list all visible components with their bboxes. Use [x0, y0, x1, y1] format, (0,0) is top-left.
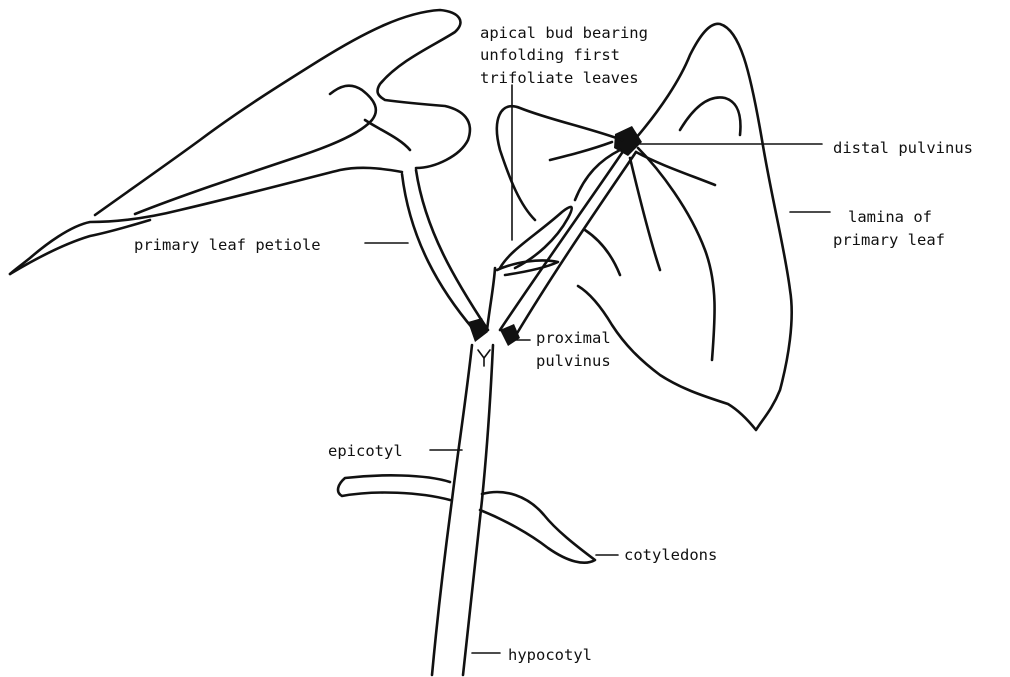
- label-hypocotyl: hypocotyl: [508, 646, 592, 664]
- cotyledons-shape: [338, 475, 595, 562]
- label-proximal-pulvinus-line2: pulvinus: [536, 352, 611, 370]
- label-lamina-line2: primary leaf: [833, 231, 945, 249]
- label-epicotyl: epicotyl: [328, 442, 403, 460]
- label-cotyledons: cotyledons: [624, 546, 717, 564]
- label-lamina-line1: lamina of: [848, 208, 932, 226]
- label-apical-bud-line3: trifoliate leaves: [480, 69, 639, 87]
- left-primary-leaf: [10, 10, 488, 342]
- label-apical-bud-line1: apical bud bearing: [480, 24, 648, 42]
- main-stem: [432, 345, 493, 675]
- label-apical-bud-line2: unfolding first: [480, 46, 620, 64]
- label-proximal-pulvinus-line1: proximal: [536, 329, 611, 347]
- label-primary-leaf-petiole: primary leaf petiole: [134, 236, 321, 254]
- label-distal-pulvinus: distal pulvinus: [833, 139, 973, 157]
